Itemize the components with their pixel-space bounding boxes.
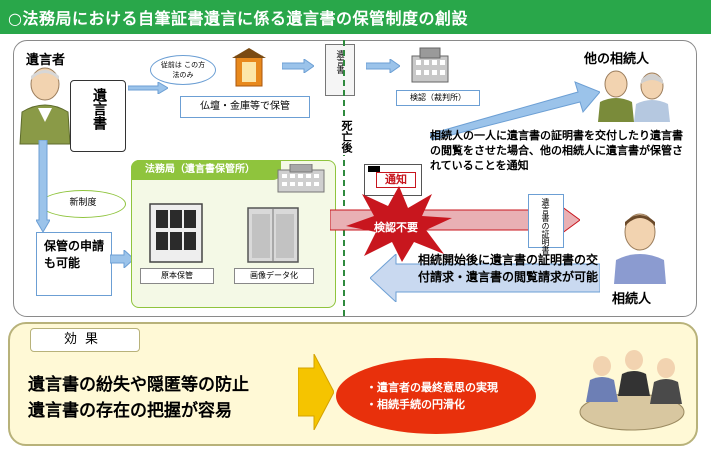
testator-label: 遺言者 <box>26 53 66 68</box>
application-text: 保管の申請も可能 <box>44 239 105 270</box>
arrow-to-court <box>365 58 401 74</box>
new-system-bubble: 新制度 <box>40 190 126 218</box>
court-building-icon <box>410 46 450 84</box>
notification-stamp: 通知 <box>376 172 416 188</box>
death-label: 死亡後 <box>338 118 354 155</box>
effect-line-2: 遺言書の存在の把握が容易 <box>28 401 232 421</box>
effect-ellipse <box>336 358 536 434</box>
testator-icon <box>14 64 76 146</box>
death-divider <box>343 40 345 316</box>
effect-label: 効果 <box>30 328 140 352</box>
cabinet-icon <box>148 202 204 264</box>
certificate-label: 遺言書の証明書 <box>541 198 550 254</box>
application-box <box>36 232 112 296</box>
will-card <box>325 44 355 96</box>
previous-method-text: 従前は この方法のみ <box>160 61 206 79</box>
arrow-to-shrine <box>127 79 169 95</box>
other-heirs-label: 他の相続人 <box>584 52 650 67</box>
original-storage-label: 原本保管 <box>140 268 214 284</box>
heir-label: 相続人 <box>612 292 652 307</box>
no-probate-burst <box>344 186 454 262</box>
legal-office-title: 法務局（遺言書保管所） <box>131 160 281 180</box>
testator-will-label: 遺言書 <box>91 88 107 130</box>
other-heirs-icon <box>594 68 674 122</box>
arrow-to-will-card <box>281 58 315 74</box>
will-card-label: 遺言書 <box>336 50 345 74</box>
effect-bullet-2: ・相続手続の円滑化 <box>366 398 465 411</box>
effect-bullet-1: ・遺言者の最終意思の実現 <box>366 381 498 394</box>
arrow-down-new-system <box>35 139 51 233</box>
previous-method-bubble <box>150 55 216 85</box>
arrow-to-other-heirs <box>429 78 601 141</box>
heir-icon <box>610 210 670 284</box>
no-probate-label: 検認不要 <box>374 221 418 234</box>
legal-office-building-icon <box>276 163 326 194</box>
request-text: 相続開始後に遺言書の証明書の交付請求・遺言書の閲覧請求が可能 <box>418 253 599 284</box>
notification-text: 相続人の一人に遺言書の証明書を交付したり遺言書の閲覧をさせた場合、他の相続人に遺… <box>430 129 683 172</box>
certificate-card <box>528 194 564 248</box>
effect-arrow <box>297 353 335 431</box>
arrow-to-legal-office <box>109 248 135 270</box>
court-label: 検認（裁判所） <box>396 90 480 106</box>
effect-line-1: 遺言書の紛失や隠匿等の防止 <box>28 375 249 395</box>
digitization-label: 画像データ化 <box>234 268 314 284</box>
page-title: ○法務局における自筆証書遺言に係る遺言書の保管制度の創設 <box>8 9 468 28</box>
arrow-request <box>369 252 601 304</box>
meeting-illustration <box>572 340 690 440</box>
server-icon <box>244 206 302 264</box>
shrine-icon <box>232 48 266 88</box>
header-bar <box>0 0 711 34</box>
testator-will-document <box>70 80 126 152</box>
envelope-stamp-mark <box>368 166 380 172</box>
home-storage-box: 仏壇・金庫等で保管 <box>180 96 310 118</box>
